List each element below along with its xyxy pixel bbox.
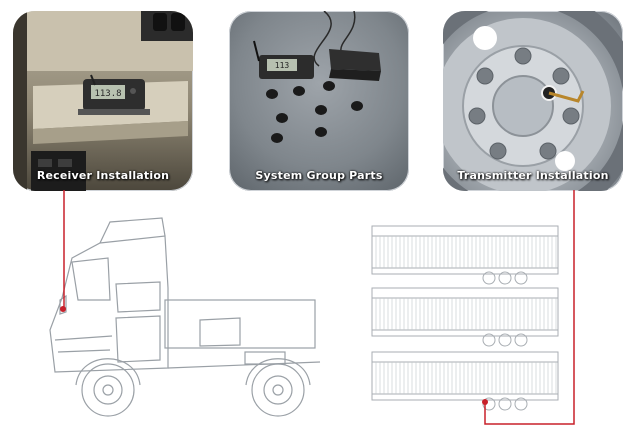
sensor-cap-icon — [266, 81, 363, 143]
receiver-display-reading: 113.8 — [94, 89, 121, 99]
receiver-monitor-icon — [78, 74, 150, 115]
transmitter-connector-dot — [482, 399, 488, 405]
receiver-installation-photo: 113.8 — [13, 11, 193, 191]
trailer-illustration — [371, 287, 559, 347]
valve-stem-icon — [541, 85, 585, 103]
transmitter-connector-line — [484, 190, 575, 425]
receiver-installation-caption: Receiver Installation — [36, 169, 170, 182]
parts-display-reading: 113 — [275, 61, 290, 70]
repeater-box-icon — [329, 49, 381, 81]
receiver-installation-panel: 113.8 Receiver Installation — [13, 11, 193, 191]
transmitter-installation-caption: Transmitter Installation — [457, 169, 609, 182]
trailer-illustration — [371, 225, 559, 285]
transmitter-installation-panel: Transmitter Installation — [443, 11, 623, 191]
tractor-truck-illustration — [49, 217, 321, 417]
system-group-parts-photo: 113 — [253, 11, 381, 143]
system-group-parts-panel: 113 System Group Parts — [229, 11, 409, 191]
transmitter-installation-photo — [443, 11, 623, 191]
system-group-parts-caption: System Group Parts — [255, 169, 383, 182]
receiver-monitor-icon — [253, 40, 314, 79]
receiver-connector-dot — [60, 306, 66, 312]
trailer-illustration — [371, 351, 559, 411]
